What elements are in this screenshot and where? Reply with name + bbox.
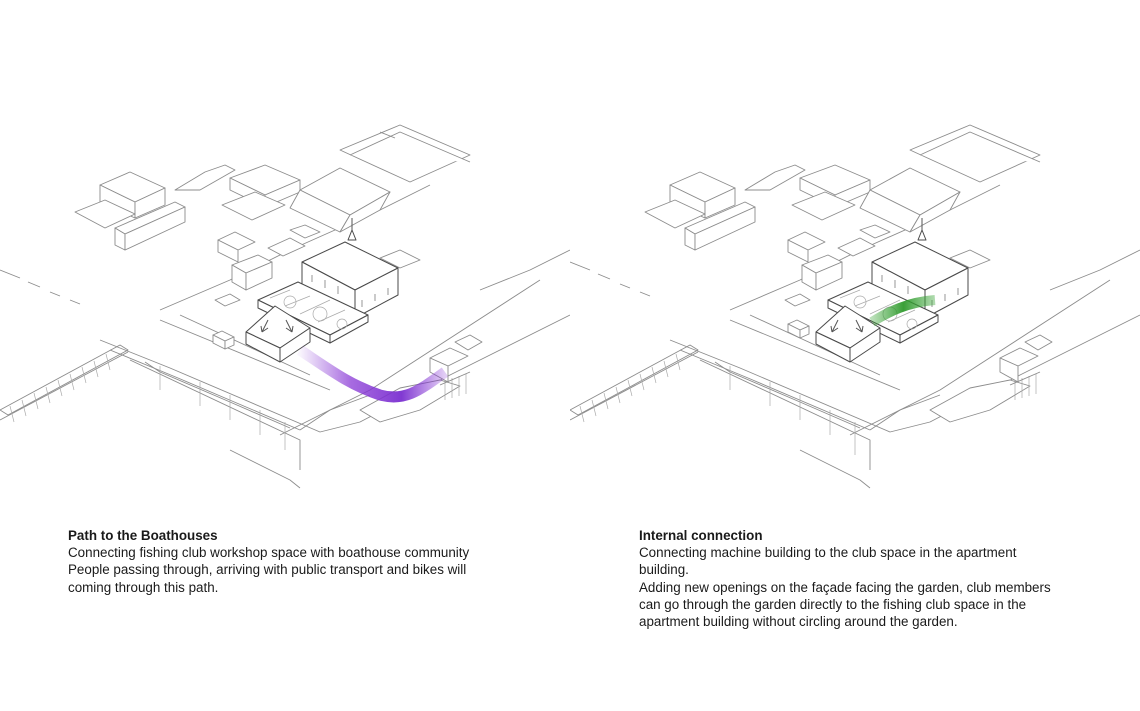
caption-line: building. xyxy=(639,562,689,578)
machine-building xyxy=(815,305,881,363)
caption-title: Internal connection xyxy=(639,528,763,543)
panel-internal-connection: Internal connection Connecting machine b… xyxy=(570,0,1140,711)
axonometric-site-drawing-right xyxy=(570,124,1140,489)
axonometric-site-drawing-left xyxy=(0,124,570,489)
caption-line: apartment building without circling arou… xyxy=(639,614,958,630)
buildings-mid xyxy=(214,231,421,307)
buildings-far xyxy=(74,124,471,251)
caption-line: coming through this path. xyxy=(68,579,219,595)
pier xyxy=(570,261,699,423)
path-to-boathouses-route xyxy=(296,345,449,403)
small-shed xyxy=(212,330,235,350)
caption-line: Connecting machine building to the club … xyxy=(639,545,1017,561)
boathouses xyxy=(929,334,1053,423)
site-linework xyxy=(0,124,570,489)
caption-line: People passing through, arriving with pu… xyxy=(68,562,467,578)
caption-path-to-boathouses: Path to the Boathouses Connecting fishin… xyxy=(68,527,508,596)
caption-line: Adding new openings on the façade facing… xyxy=(639,579,1051,595)
buildings-mid xyxy=(784,231,991,307)
caption-internal-connection: Internal connection Connecting machine b… xyxy=(639,527,1079,630)
boathouses xyxy=(359,334,483,423)
canal-and-roads xyxy=(669,184,1140,489)
internal-connection-route xyxy=(869,295,936,327)
panel-path-to-boathouses: Path to the Boathouses Connecting fishin… xyxy=(0,124,570,596)
pier xyxy=(0,269,129,423)
caption-line: can go through the garden directly to th… xyxy=(639,596,1027,612)
caption-title: Path to the Boathouses xyxy=(68,528,218,543)
site-linework xyxy=(570,124,1140,489)
small-shed xyxy=(787,319,810,339)
buildings-far xyxy=(644,124,1041,251)
caption-line: Connecting fishing club workshop space w… xyxy=(68,545,470,561)
machine-building xyxy=(245,305,311,363)
